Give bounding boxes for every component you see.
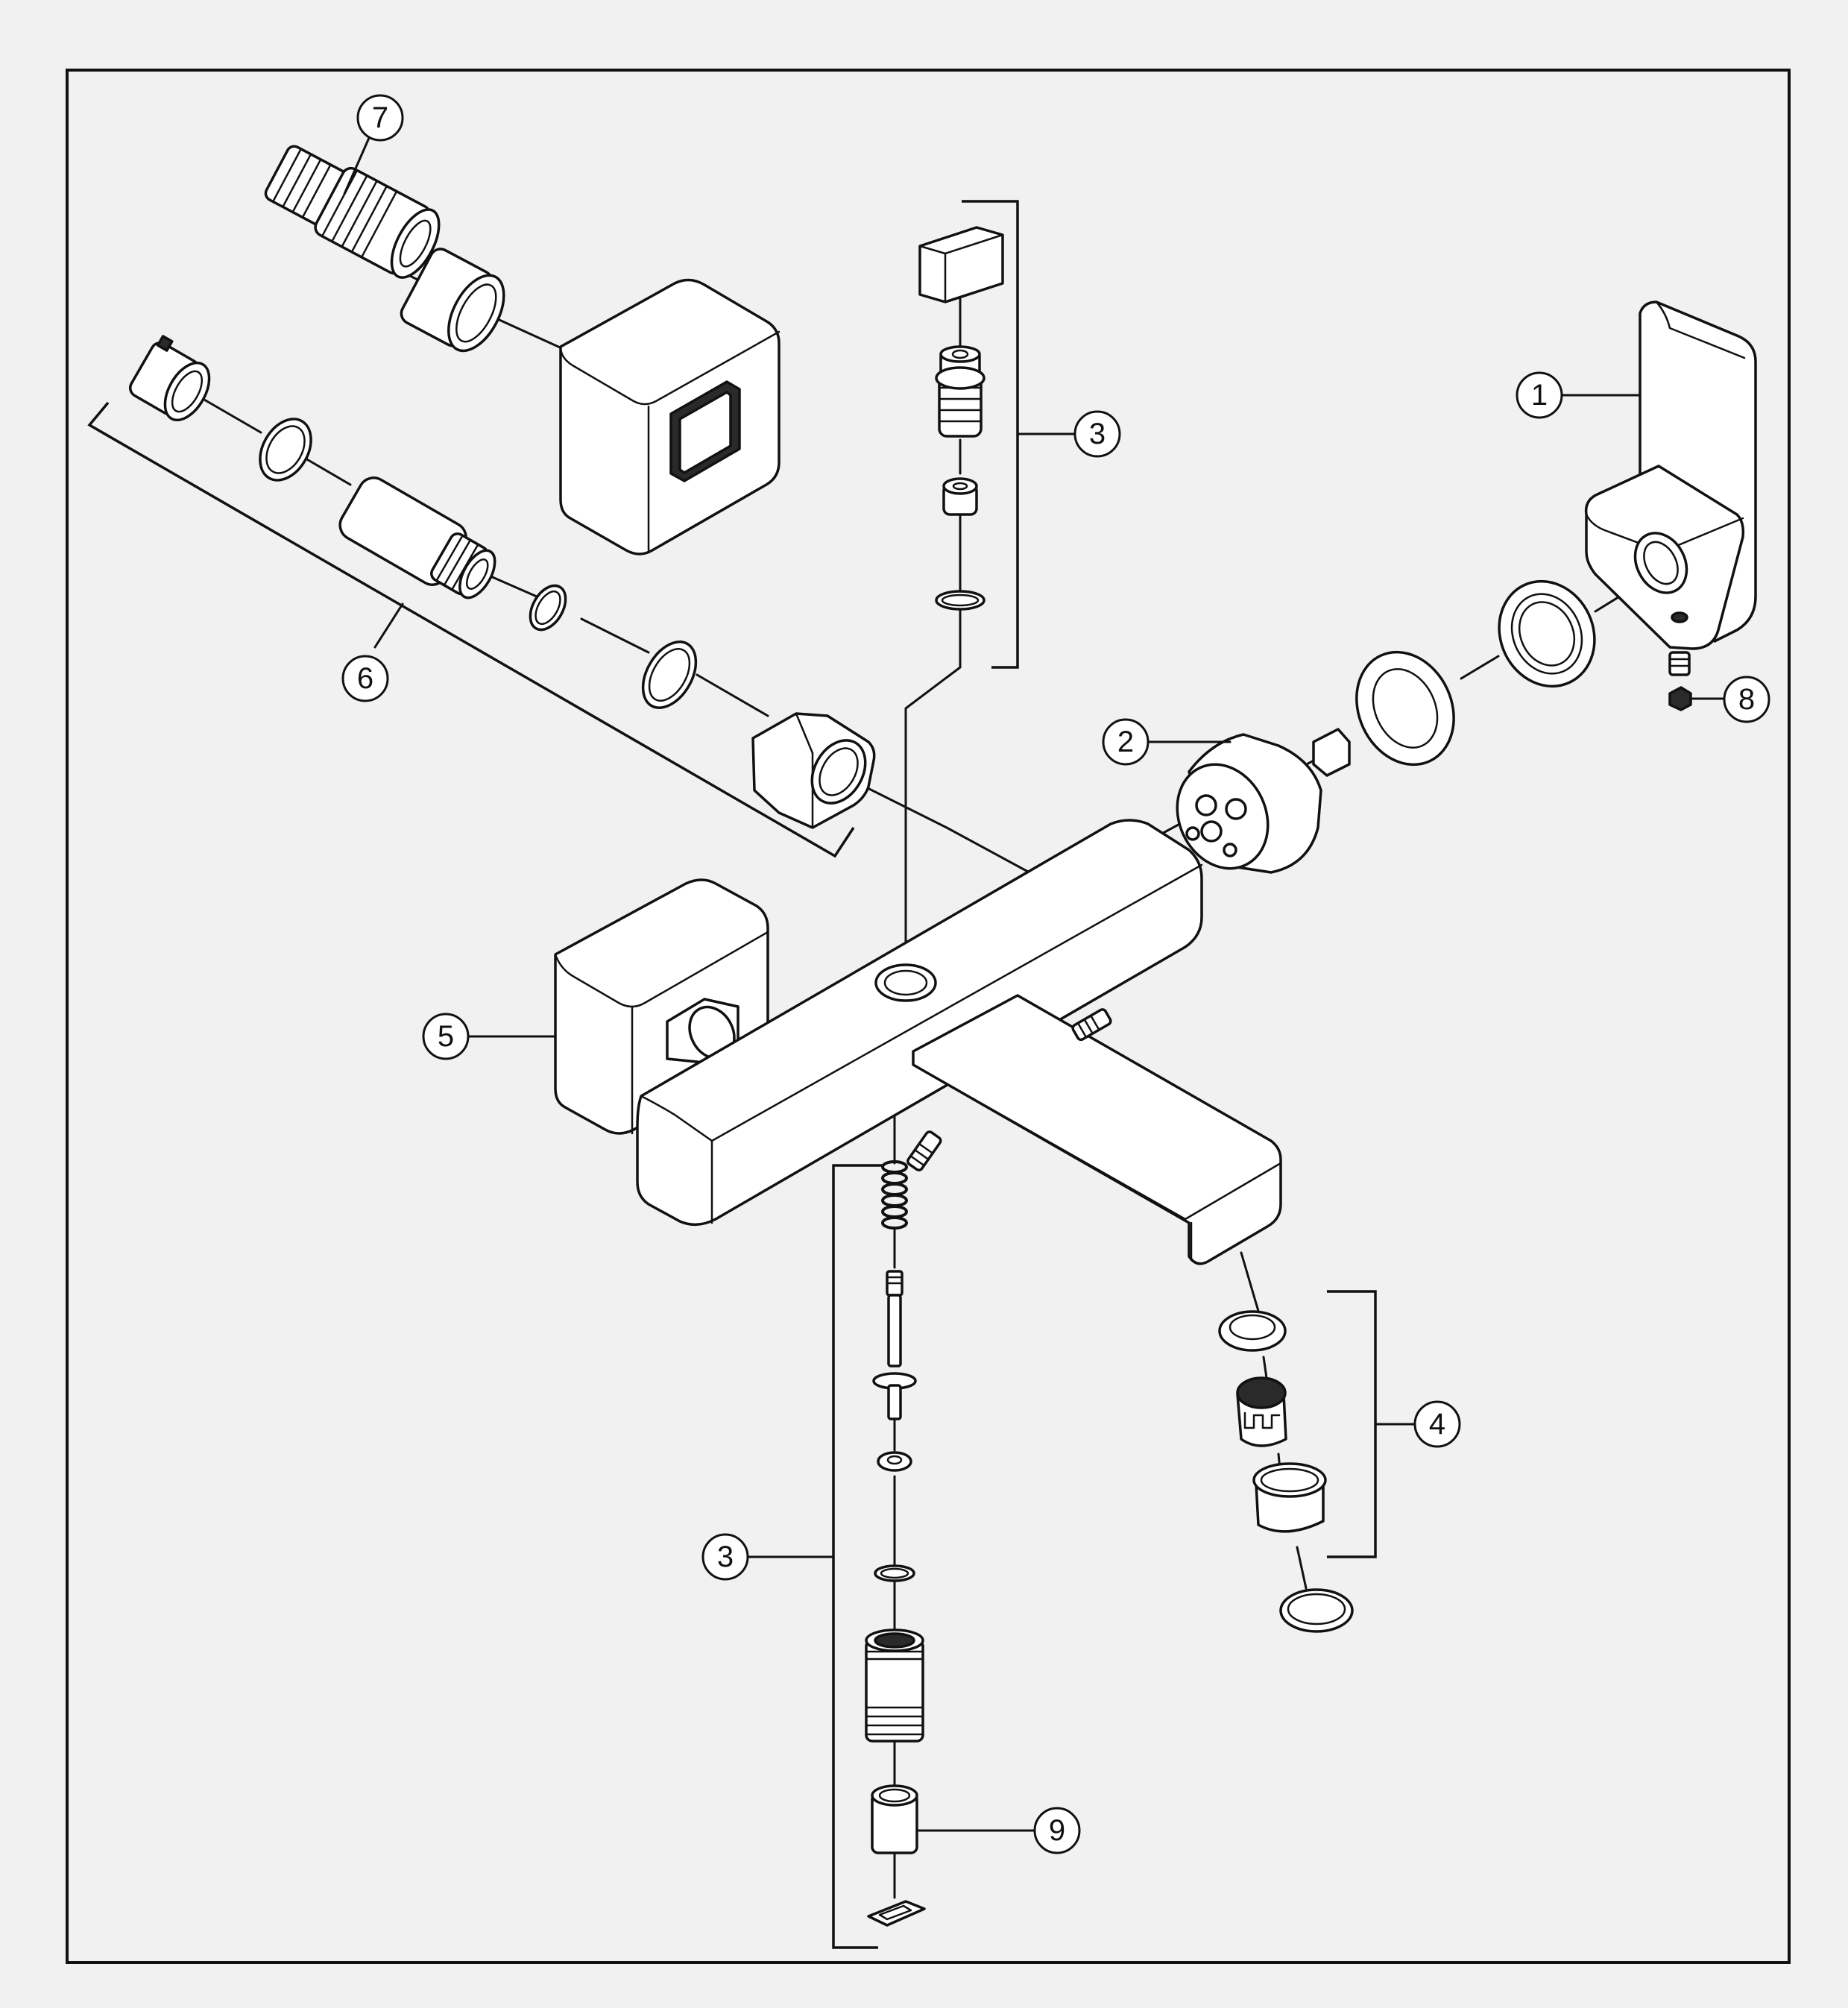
part-connector-assembly <box>264 145 780 555</box>
callout-1: 1 <box>1516 371 1563 419</box>
callout-6: 6 <box>341 655 389 702</box>
callout-3-top: 3 <box>1073 410 1121 458</box>
part-diverter-assembly <box>129 335 876 829</box>
svg-text:5: 5 <box>438 1020 454 1053</box>
svg-text:4: 4 <box>1429 1408 1445 1441</box>
svg-text:7: 7 <box>372 101 388 134</box>
part-retaining-ring <box>1355 579 1596 767</box>
part-set-screw <box>1668 651 1729 711</box>
part-mixing-cartridge <box>1176 728 1351 874</box>
part-top-cartridge-stack <box>918 226 1004 611</box>
part-handle <box>1584 300 1757 650</box>
callout-8: 8 <box>1723 676 1770 723</box>
callout-5: 5 <box>422 1013 470 1060</box>
svg-text:3: 3 <box>1089 418 1106 450</box>
callout-3-bottom: 3 <box>701 1533 749 1581</box>
callout-4: 4 <box>1413 1400 1461 1448</box>
svg-text:8: 8 <box>1738 683 1755 716</box>
svg-text:3: 3 <box>717 1540 734 1573</box>
callout-9: 9 <box>1033 1807 1081 1854</box>
part-aerator-stack <box>1218 1310 1354 1633</box>
callout-7: 7 <box>356 94 404 142</box>
callout-2: 2 <box>1102 718 1150 766</box>
bracket-part-6 <box>87 401 855 858</box>
svg-text:9: 9 <box>1049 1814 1065 1847</box>
part-valve-body <box>554 819 1282 1265</box>
svg-text:6: 6 <box>357 662 373 695</box>
part-bottom-cartridge-stack <box>865 1160 1039 1927</box>
svg-text:2: 2 <box>1117 726 1134 758</box>
svg-text:1: 1 <box>1531 379 1548 412</box>
